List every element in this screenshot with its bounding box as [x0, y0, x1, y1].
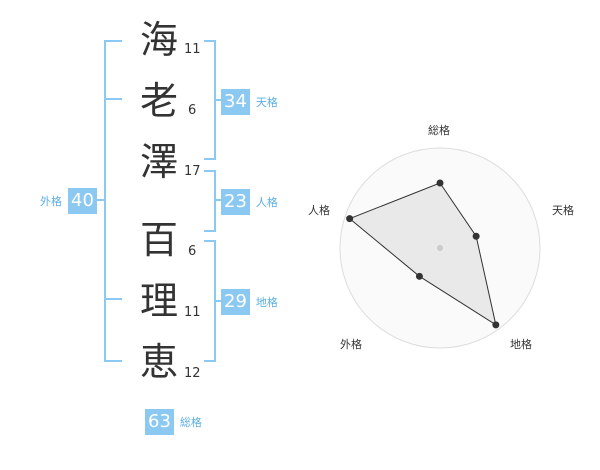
given-char-1-strokes: 6	[188, 244, 197, 259]
radar-point-3	[415, 272, 423, 280]
given-char-2-strokes: 11	[184, 305, 201, 320]
chikaku-connector	[214, 300, 222, 302]
radar-point-0	[436, 179, 444, 187]
given-char-3: 恵	[139, 340, 178, 384]
radar-axis-label-0: 総格	[428, 124, 450, 137]
gaikaku-connector	[96, 199, 106, 201]
jinkaku-badge: 23 人格	[221, 189, 278, 215]
gaikaku-tick-bottom	[104, 298, 122, 300]
radar-value-polygon	[348, 182, 497, 326]
gaikaku-label: 外格	[40, 195, 62, 208]
radar-point-1	[472, 232, 480, 240]
gaikaku-bracket	[104, 40, 122, 362]
radar-point-2	[492, 321, 500, 329]
radar-center-dot	[437, 245, 443, 251]
radar-axis-label-1: 天格	[552, 204, 574, 217]
tenkaku-connector	[214, 99, 222, 101]
gaikaku-badge: 外格 40	[40, 188, 97, 214]
radar-svg	[339, 147, 541, 349]
surname-char-2-strokes: 6	[188, 103, 197, 118]
chikaku-value: 29	[221, 289, 250, 315]
radar-axis-label-3: 外格	[340, 338, 362, 351]
tenkaku-value: 34	[221, 89, 250, 115]
tenkaku-badge: 34 天格	[221, 89, 278, 115]
surname-char-3-strokes: 17	[184, 164, 201, 179]
surname-char-1: 海	[139, 18, 178, 62]
tenkaku-label: 天格	[255, 96, 278, 109]
jinkaku-connector	[214, 199, 222, 201]
jinkaku-value: 23	[221, 189, 250, 215]
jinkaku-label: 人格	[255, 196, 278, 209]
radar-axis-label-4: 人格	[308, 204, 330, 217]
surname-char-2: 老	[139, 79, 178, 123]
surname-char-3: 澤	[139, 140, 178, 184]
soukaku-label: 総格	[179, 416, 202, 429]
radar-point-4	[346, 215, 354, 223]
chikaku-badge: 29 地格	[221, 289, 278, 315]
soukaku-badge: 63 総格	[145, 409, 202, 435]
soukaku-value: 63	[145, 409, 174, 435]
gaikaku-value: 40	[68, 188, 97, 214]
radar-axis-label-2: 地格	[510, 338, 532, 351]
given-char-3-strokes: 12	[184, 366, 201, 381]
gaikaku-tick-top	[104, 98, 122, 100]
given-char-2: 理	[139, 279, 178, 323]
surname-char-1-strokes: 11	[184, 42, 201, 57]
given-char-1: 百	[139, 218, 178, 262]
radar-chart: 総格 天格 地格 外格 人格	[300, 110, 580, 410]
jinkaku-bracket	[204, 170, 216, 232]
chikaku-label: 地格	[255, 296, 278, 309]
